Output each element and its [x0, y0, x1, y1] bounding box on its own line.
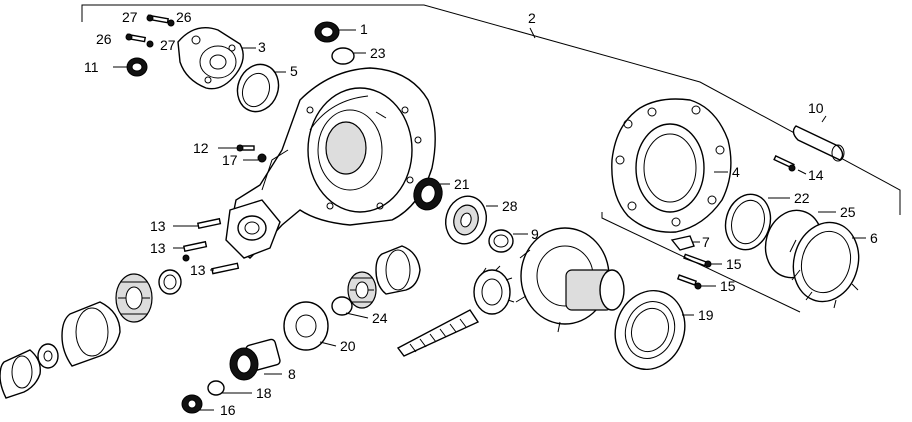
- washer-17: [257, 153, 267, 163]
- washer-left-mid: [37, 343, 59, 369]
- bolt-26-lower: [125, 33, 147, 43]
- callout-26-a: 26: [176, 9, 192, 25]
- drive-pinion-shaft: [396, 265, 515, 357]
- shim-24: [331, 296, 353, 316]
- collar-10: [792, 125, 845, 162]
- bearing-19: [614, 289, 686, 371]
- washer-26-upper: [167, 19, 175, 27]
- washer-27-lower: [146, 40, 154, 48]
- bolt-12: [236, 144, 255, 152]
- callout-8: 8: [288, 366, 296, 382]
- callout-22: 22: [794, 190, 810, 206]
- callout-13-b: 13: [150, 240, 166, 256]
- callout-13-c: 13: [190, 262, 206, 278]
- seal-11: [126, 57, 148, 77]
- gear-case-cover-4: [611, 98, 732, 233]
- callout-4: 4: [732, 164, 740, 180]
- leader-lines: [113, 29, 866, 411]
- callout-13-a: 13: [150, 218, 166, 234]
- stopper-7: [670, 235, 695, 251]
- pinion-gear-8: [229, 338, 281, 381]
- callout-10: 10: [808, 100, 824, 116]
- shim-22: [724, 193, 772, 251]
- bolt-15-b: [676, 274, 702, 290]
- assembly-sub-bracket: [601, 212, 801, 313]
- callout-3: 3: [258, 39, 266, 55]
- callout-14: 14: [808, 167, 824, 183]
- callout-15-a: 15: [726, 256, 742, 272]
- bolt-15-a: [683, 253, 712, 268]
- assembly-bracket: [81, 4, 901, 215]
- washer-18: [207, 380, 225, 396]
- callout-18: 18: [256, 385, 272, 401]
- nut-16: [181, 394, 203, 414]
- callout-28: 28: [502, 198, 518, 214]
- bearing-race-left: [61, 301, 121, 367]
- callout-9: 9: [531, 226, 539, 242]
- oil-seal-5: [236, 63, 280, 113]
- bolt-27-upper: [146, 14, 170, 24]
- driven-flange: [515, 227, 625, 333]
- tapered-bearing-left: [115, 273, 153, 323]
- shim-9: [488, 229, 514, 253]
- stud-13-b: [182, 240, 208, 253]
- o-ring-23: [331, 47, 355, 65]
- callout-26-b: 26: [96, 31, 112, 47]
- callout-1: 1: [360, 21, 368, 37]
- callout-27-a: 27: [122, 9, 138, 25]
- collar-left: [0, 349, 41, 399]
- tapered-bearing-mid: [347, 271, 377, 309]
- bearing-28: [445, 195, 487, 245]
- assembly-bracket-leader: [529, 27, 536, 39]
- flange-plate-3: [177, 27, 244, 90]
- stud-13-c: [211, 262, 240, 275]
- callout-25: 25: [840, 204, 856, 220]
- callout-5: 5: [290, 63, 298, 79]
- callout-24: 24: [372, 310, 388, 326]
- callout-17: 17: [222, 152, 238, 168]
- callout-16: 16: [220, 402, 236, 418]
- final-drive-case: [225, 67, 436, 259]
- seal-21: [413, 177, 443, 211]
- callout-labels: 1 2 3 4 5 6 7 8 9 10 11 12 13 13 13 14 1…: [84, 9, 878, 418]
- callout-21: 21: [454, 176, 470, 192]
- bearing-race-upper: [375, 245, 421, 295]
- callout-11: 11: [84, 59, 99, 75]
- callout-27-b: 27: [160, 37, 176, 53]
- callout-7: 7: [702, 234, 710, 250]
- bearing-1: [314, 21, 340, 43]
- callout-15-b: 15: [720, 278, 736, 294]
- callout-12: 12: [193, 140, 209, 156]
- stud-13-a: [196, 217, 222, 230]
- callout-19: 19: [698, 307, 714, 323]
- ring-gear-6: [789, 221, 860, 309]
- washer-13-small: [182, 254, 190, 262]
- callout-23: 23: [370, 45, 386, 61]
- callout-2: 2: [528, 10, 536, 26]
- washer-left-small: [158, 269, 182, 295]
- callout-20: 20: [340, 338, 356, 354]
- shim-20: [283, 301, 329, 351]
- callout-6: 6: [870, 230, 878, 246]
- bolt-14: [773, 155, 796, 172]
